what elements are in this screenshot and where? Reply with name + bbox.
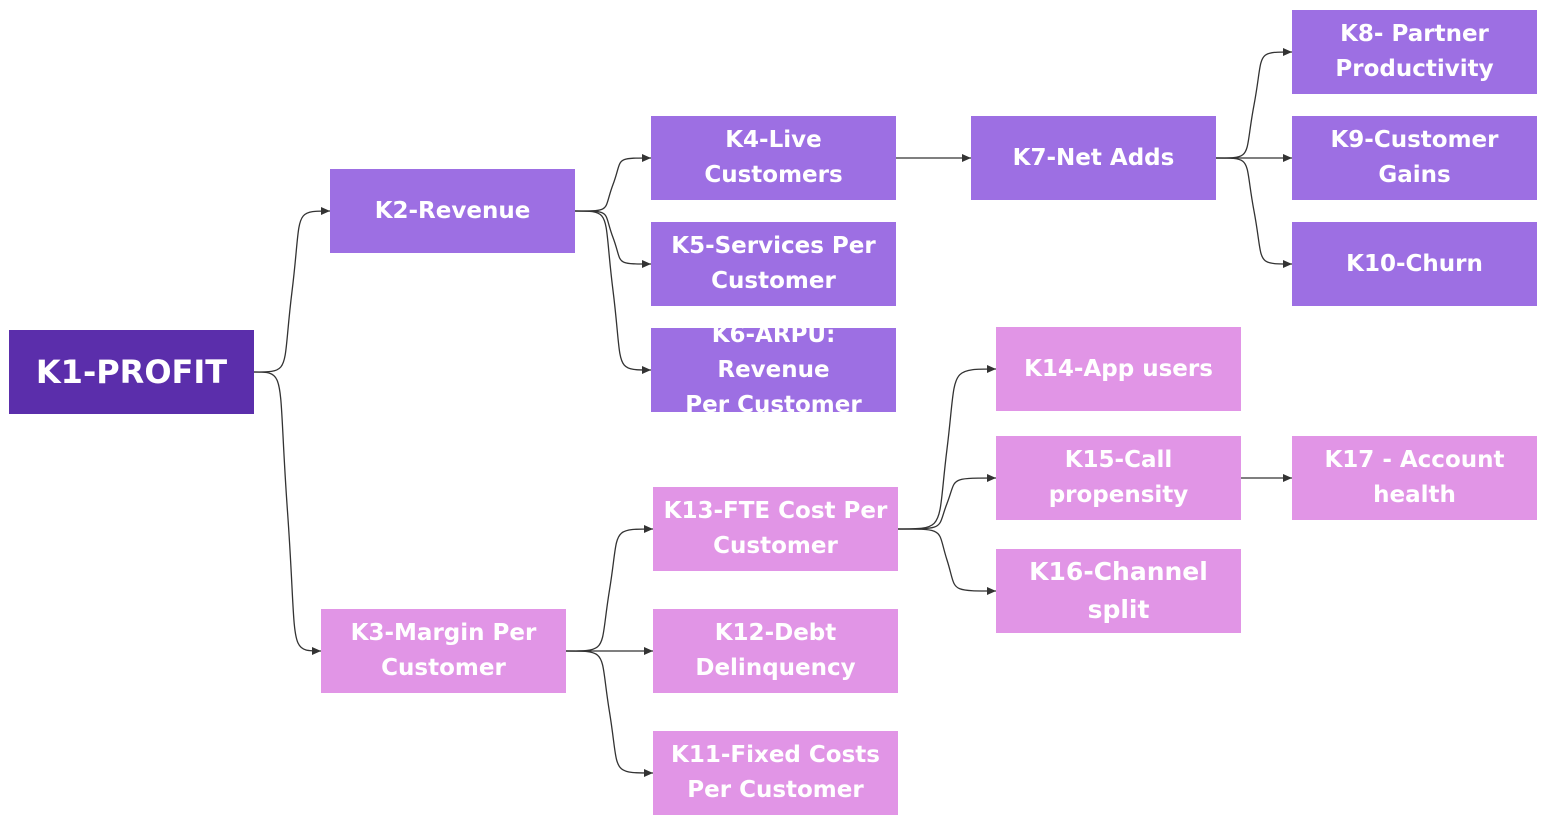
node-k15-call-propensity: K15-Call propensity: [996, 436, 1241, 520]
node-k17-account-health: K17 - Account health: [1292, 436, 1537, 520]
node-k2-label: K2-Revenue: [374, 197, 531, 224]
node-k9-label-line1: K9-Customer: [1330, 127, 1499, 153]
node-k12-label-line2: Delinquency: [695, 655, 856, 681]
node-k6-arpu: K6-ARPU: Revenue Per Customer: [651, 322, 896, 418]
node-k15-label-line2: propensity: [1048, 482, 1189, 508]
node-k8-label-line2: Productivity: [1335, 56, 1494, 82]
node-k7-label: K7-Net Adds: [1012, 144, 1175, 171]
node-k2-revenue: K2-Revenue: [330, 169, 575, 253]
node-k6-label-line2: Per Customer: [685, 391, 862, 418]
node-k5-services-per-customer: K5-Services Per Customer: [651, 222, 896, 306]
connector-k1-to-k2: [253, 207, 331, 373]
connector-k3-to-k11: [565, 650, 654, 777]
node-k13-label-line1: K13-FTE Cost Per: [663, 498, 888, 524]
node-k5-label-line2: Customer: [711, 268, 836, 294]
connector-k2-to-k5: [574, 210, 652, 268]
node-k14-app-users: K14-App users: [996, 327, 1241, 411]
node-k15-label-line1: K15-Call: [1064, 447, 1173, 473]
node-k10-churn: K10-Churn: [1292, 222, 1537, 306]
node-k16-channel-split: K16-Channel split: [996, 549, 1241, 633]
connector-k13-to-k14: [897, 365, 997, 530]
node-k13-label-line2: Customer: [713, 533, 838, 559]
node-k16-label-line2: split: [1087, 595, 1150, 624]
connector-k7-to-k10: [1215, 157, 1293, 268]
node-k6-label-line1: K6-ARPU: Revenue: [711, 321, 836, 383]
node-k17-label-line2: health: [1373, 482, 1456, 508]
connector-k13-to-k15: [897, 474, 997, 530]
connector-k7-to-k8: [1215, 48, 1293, 159]
node-k3-margin-per-customer: K3-Margin Per Customer: [321, 609, 566, 693]
node-k7-net-adds: K7-Net Adds: [971, 116, 1216, 200]
node-k4-label-line2: Customers: [704, 162, 843, 188]
node-k17-label-line1: K17 - Account: [1324, 447, 1505, 473]
node-k4-label-line1: K4-Live: [725, 127, 822, 153]
node-k13-fte-cost-per-customer: K13-FTE Cost Per Customer: [653, 487, 898, 571]
node-k8-partner-productivity: K8- Partner Productivity: [1292, 10, 1537, 94]
node-k8-label-line1: K8- Partner: [1340, 21, 1489, 47]
node-k1-profit: K1-PROFIT: [9, 330, 254, 414]
node-k16-label-line1: K16-Channel: [1029, 557, 1208, 586]
node-k3-label-line1: K3-Margin Per: [350, 620, 537, 646]
connector-k2-to-k6: [574, 210, 652, 374]
node-k14-label: K14-App users: [1024, 355, 1213, 382]
connector-k2-to-k4: [574, 154, 652, 212]
connector-k3-to-k13: [565, 525, 654, 652]
node-k12-label-line1: K12-Debt: [714, 620, 837, 646]
node-k9-label-line2: Gains: [1378, 162, 1451, 188]
node-k4-live-customers: K4-Live Customers: [651, 116, 896, 200]
node-k9-customer-gains: K9-Customer Gains: [1292, 116, 1537, 200]
node-k11-label-line2: Per Customer: [687, 777, 864, 803]
node-k3-label-line2: Customer: [381, 655, 506, 681]
node-k1-label: K1-PROFIT: [35, 352, 228, 391]
connector-k13-to-k16: [897, 528, 997, 595]
connector-k1-to-k3: [253, 371, 322, 655]
node-k11-fixed-costs-per-customer: K11-Fixed Costs Per Customer: [653, 731, 898, 815]
node-k10-label: K10-Churn: [1346, 250, 1483, 277]
node-k11-label-line1: K11-Fixed Costs: [671, 742, 880, 768]
node-k12-debt-delinquency: K12-Debt Delinquency: [653, 609, 898, 693]
node-k5-label-line1: K5-Services Per: [671, 233, 876, 259]
